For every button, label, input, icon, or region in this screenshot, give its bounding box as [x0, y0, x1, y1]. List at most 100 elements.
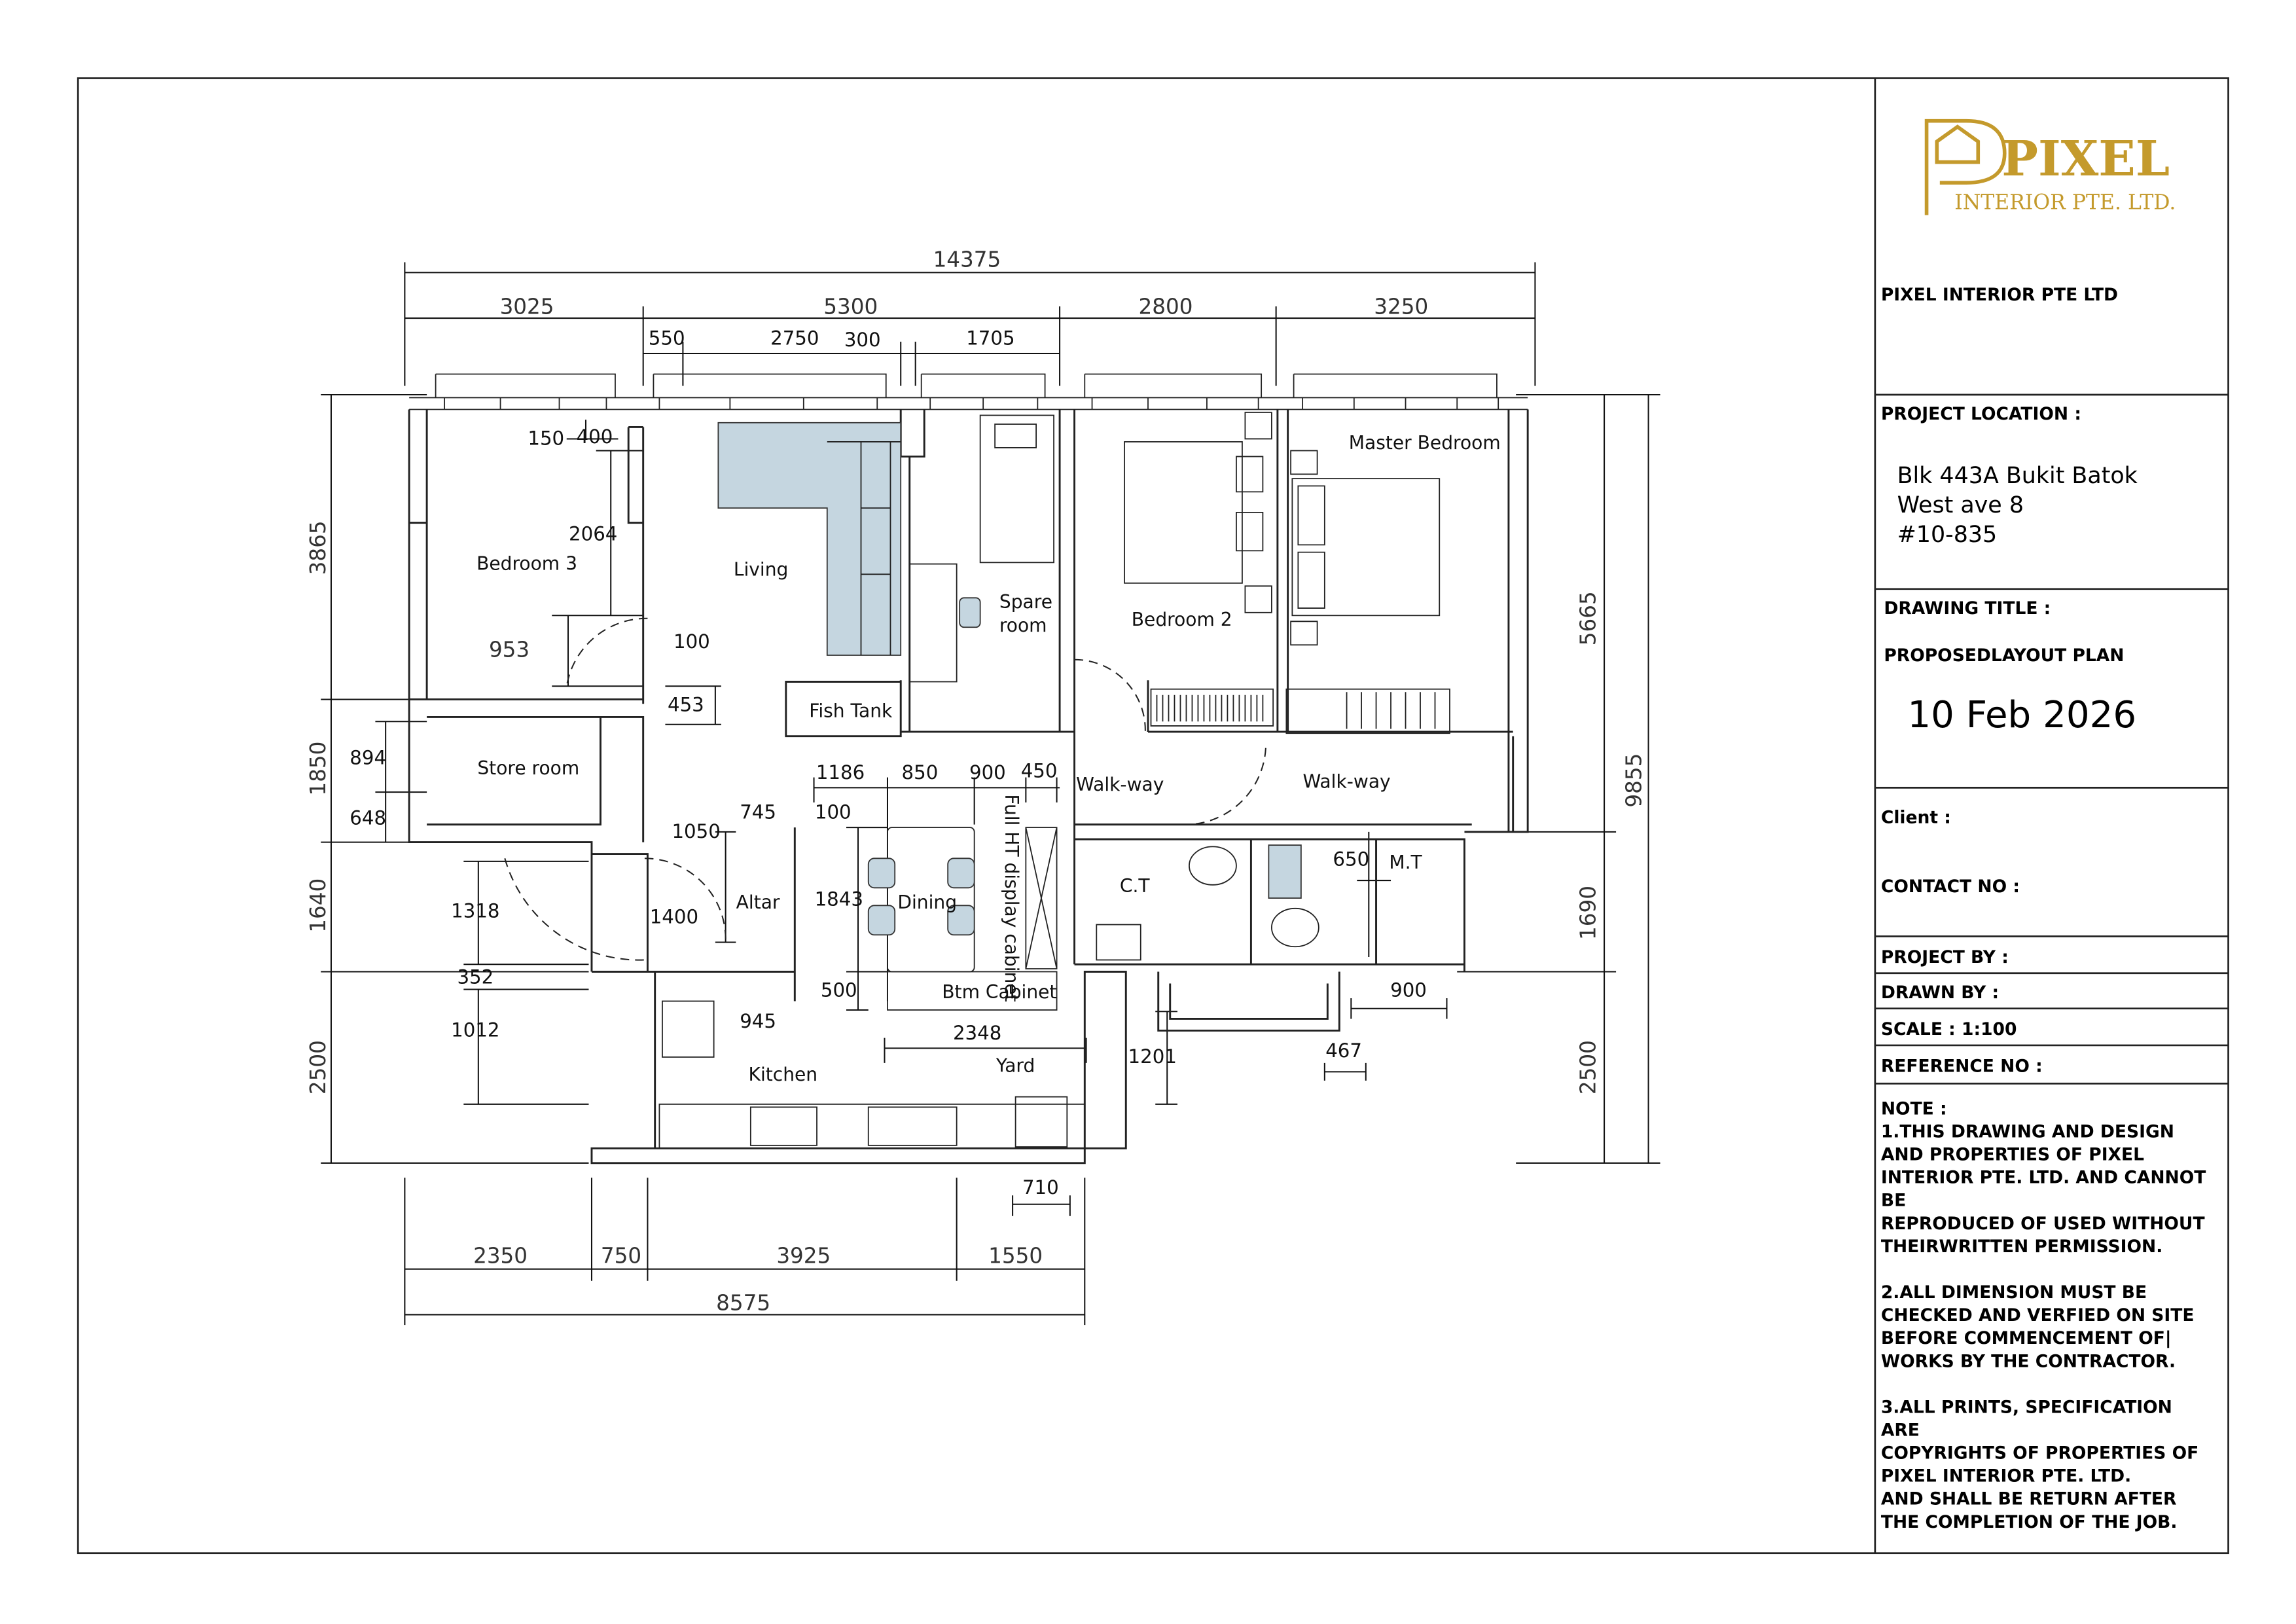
- room-label-master-bedroom: Master Bedroom: [1349, 432, 1501, 454]
- dim-inner: 850: [902, 761, 939, 784]
- bottom-cabinet: [887, 971, 1058, 1011]
- basin: [1268, 844, 1302, 899]
- dim-inner: 945: [740, 1010, 776, 1032]
- room-label-bedroom-3: Bedroom 3: [476, 553, 577, 575]
- basin: [1096, 924, 1141, 961]
- company-logo: PIXEL INTERIOR PTE. LTD.: [1924, 118, 2176, 215]
- dim-inner: 100: [673, 630, 710, 653]
- location-line: West ave 8: [1897, 492, 2024, 518]
- dim-inner: 745: [740, 801, 776, 823]
- dim-inner: 1318: [451, 899, 499, 922]
- dimension-lines: [321, 262, 1660, 1326]
- kitchen-fixtures: [658, 1000, 1086, 1149]
- dim-inner: 650: [1333, 848, 1369, 871]
- dim-inner: 453: [668, 693, 704, 715]
- desk: [908, 563, 958, 683]
- dining-chair: [867, 905, 896, 936]
- dim-bottom: 750: [601, 1244, 641, 1269]
- study-desk: [908, 563, 981, 683]
- room-label-yard: Yard: [996, 1055, 1035, 1076]
- dim-top-sub: 1705: [966, 327, 1014, 350]
- dim-top: 5300: [823, 294, 878, 319]
- sink: [867, 1106, 958, 1146]
- dim-inner: 1843: [815, 888, 863, 910]
- bedside-tables: [1244, 412, 1318, 646]
- room-label-spare-room: room: [999, 615, 1047, 636]
- dining-chair: [947, 857, 975, 889]
- dim-top: 2800: [1139, 294, 1193, 319]
- dining-chair: [947, 905, 975, 936]
- title-block: PIXEL INTERIOR PTE LTD PROJECT LOCATION …: [1881, 285, 2206, 1532]
- fridge: [662, 1000, 715, 1058]
- sheet-border: [77, 77, 2229, 1555]
- drawn-by-label: DRAWN BY :: [1881, 983, 1999, 1003]
- dim-right-total: 9855: [1621, 753, 1646, 808]
- dim-left: 1850: [306, 742, 331, 796]
- dim-right: 5665: [1576, 591, 1601, 645]
- reference-no-label: REFERENCE NO :: [1881, 1056, 2043, 1076]
- dining-chair: [867, 857, 896, 889]
- logo-brand: PIXEL: [2001, 130, 2170, 187]
- note-line: THEIRWRITTEN PERMISSION.: [1881, 1236, 2162, 1257]
- room-label-walkway: Walk-way: [1302, 770, 1390, 792]
- dim-left: 1640: [306, 878, 331, 933]
- dimension-labels: 14375 3025 5300 2800 3250 550 2750 300 1…: [306, 247, 1646, 1315]
- note-line: ARE: [1881, 1420, 1920, 1441]
- dim-inner: 1201: [1128, 1045, 1177, 1068]
- dim-top-sub: 300: [844, 329, 881, 351]
- dim-left: 2500: [306, 1040, 331, 1094]
- dim-inner: 400: [577, 425, 613, 448]
- spare-bed: [979, 414, 1054, 564]
- note-line: 2.ALL DIMENSION MUST BE: [1881, 1282, 2147, 1303]
- dim-inner: 900: [969, 761, 1006, 784]
- drawing-title-label: DRAWING TITLE :: [1884, 598, 2051, 619]
- dim-inner: 710: [1022, 1176, 1059, 1199]
- master-bed: [1291, 478, 1441, 617]
- note-line: COPYRIGHTS OF PROPERTIES OF: [1881, 1443, 2198, 1464]
- title-block-rows: [1874, 393, 2229, 1085]
- logo-house-p-icon: [1924, 118, 2007, 215]
- note-label: NOTE :: [1881, 1099, 1947, 1119]
- kitchen-counter: [658, 1103, 1086, 1149]
- bathroom-fixtures: [1096, 844, 1319, 961]
- scale-label: SCALE : 1:100: [1881, 1019, 2017, 1039]
- dim-inner: 648: [350, 807, 386, 829]
- dim-inner: 150: [528, 427, 564, 449]
- dim-bottom: 2350: [473, 1244, 528, 1269]
- room-labels: Bedroom 3 Living Spare room Bedroom 2 Ma…: [476, 432, 1501, 1085]
- sofa: [717, 422, 902, 656]
- toilet: [1189, 846, 1237, 886]
- drawing-date: 10 Feb 2026: [1907, 694, 2136, 736]
- wardrobes: [1150, 688, 1450, 734]
- dim-inner: 450: [1021, 760, 1058, 782]
- room-label-kitchen: Kitchen: [749, 1064, 818, 1085]
- dim-top: 3250: [1374, 294, 1428, 319]
- dim-inner: 1400: [650, 905, 698, 928]
- company-name: PIXEL INTERIOR PTE LTD: [1881, 285, 2118, 305]
- room-label-store-room: Store room: [477, 757, 579, 779]
- windows: [409, 373, 1528, 410]
- dim-inner: 352: [457, 965, 493, 988]
- note-line: REPRODUCED OF USED WITHOUT: [1881, 1214, 2205, 1234]
- project-by-label: PROJECT BY :: [1881, 947, 2009, 967]
- dim-top-total: 14375: [933, 247, 1001, 272]
- room-label-dining: Dining: [897, 892, 957, 913]
- dim-inner: 500: [821, 979, 857, 1001]
- display-cabinet: [1025, 827, 1058, 969]
- dim-bottom-total: 8575: [716, 1291, 770, 1316]
- note-line: 1.THIS DRAWING AND DESIGN: [1881, 1121, 2174, 1142]
- label-altar: Altar: [736, 892, 780, 913]
- dim-right: 2500: [1576, 1040, 1601, 1094]
- dim-bottom: 1550: [988, 1244, 1043, 1269]
- dim-bottom: 3925: [776, 1244, 831, 1269]
- note-line: CHECKED AND VERFIED ON SITE: [1881, 1305, 2195, 1326]
- dim-inner: 2348: [953, 1022, 1001, 1044]
- label-fish-tank: Fish Tank: [809, 700, 893, 721]
- dim-inner: 894: [350, 746, 386, 768]
- stove: [749, 1106, 817, 1146]
- room-label-walkway: Walk-way: [1076, 774, 1164, 795]
- room-label-master-toilet: M.T: [1389, 852, 1422, 873]
- room-label-common-toilet: C.T: [1120, 875, 1151, 897]
- room-label-spare-room: Spare: [999, 591, 1052, 613]
